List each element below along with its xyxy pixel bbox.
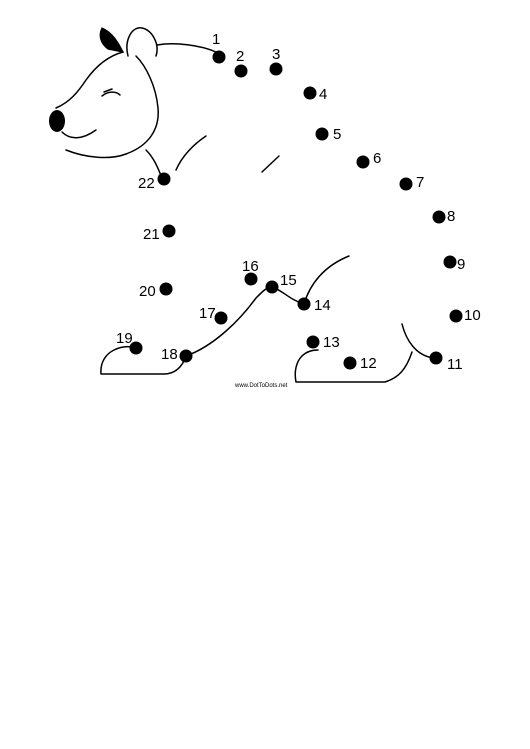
dot-22 bbox=[157, 172, 171, 186]
site-credit: www.DotToDots.net bbox=[234, 383, 288, 389]
dot-11 bbox=[429, 351, 443, 365]
neck-front bbox=[145, 149, 163, 179]
dot-label-11: 11 bbox=[447, 356, 463, 373]
dot-label-15: 15 bbox=[280, 272, 297, 289]
dot-label-20: 20 bbox=[139, 283, 156, 300]
dot-20 bbox=[159, 282, 173, 296]
head-back bbox=[55, 51, 124, 109]
front-foot bbox=[100, 345, 187, 375]
dot-label-21: 21 bbox=[143, 226, 160, 243]
dot-6 bbox=[356, 155, 370, 169]
dot-3 bbox=[269, 62, 283, 76]
dot-label-17: 17 bbox=[199, 305, 216, 322]
dot-4 bbox=[303, 86, 317, 100]
dot-18 bbox=[179, 349, 193, 363]
nose bbox=[49, 110, 65, 132]
dot-label-7: 7 bbox=[416, 174, 424, 191]
chest-line bbox=[175, 135, 207, 171]
dot-label-1: 1 bbox=[212, 31, 220, 48]
hind-foot bbox=[294, 349, 413, 383]
dots bbox=[129, 50, 463, 370]
dot-label-4: 4 bbox=[319, 86, 327, 103]
dot-2 bbox=[234, 64, 248, 78]
dot-label-8: 8 bbox=[447, 208, 455, 225]
dot-8 bbox=[432, 210, 446, 224]
dot-17 bbox=[214, 311, 228, 325]
dot-5 bbox=[315, 127, 329, 141]
dot-label-9: 9 bbox=[457, 256, 465, 273]
ear-left bbox=[99, 27, 125, 53]
dot-16 bbox=[244, 272, 258, 286]
head-top bbox=[156, 43, 217, 53]
dot-label-2: 2 bbox=[236, 48, 244, 65]
eye-brow bbox=[103, 88, 113, 93]
dot-label-5: 5 bbox=[333, 126, 341, 143]
dot-label-14: 14 bbox=[314, 297, 331, 314]
dot-7 bbox=[399, 177, 413, 191]
dot-14 bbox=[297, 297, 311, 311]
ear-right bbox=[126, 27, 158, 57]
dot-label-3: 3 bbox=[272, 46, 280, 63]
dot-15 bbox=[265, 280, 279, 294]
bear-outline bbox=[49, 27, 435, 383]
dot-10 bbox=[449, 309, 463, 323]
hind-leg-rear bbox=[401, 323, 435, 359]
body-mark bbox=[261, 155, 280, 173]
dot-9 bbox=[443, 255, 457, 269]
jaw bbox=[65, 55, 159, 159]
dot-label-10: 10 bbox=[464, 307, 481, 324]
muzzle bbox=[61, 129, 97, 139]
dot-label-6: 6 bbox=[373, 150, 381, 167]
dot-19 bbox=[129, 341, 143, 355]
dot-label-22: 22 bbox=[138, 175, 155, 192]
dot-label-19: 19 bbox=[116, 330, 133, 347]
dot-1 bbox=[212, 50, 226, 64]
dot-label-12: 12 bbox=[360, 355, 377, 372]
dot-label-18: 18 bbox=[161, 346, 178, 363]
dot-21 bbox=[162, 224, 176, 238]
dot-label-13: 13 bbox=[323, 334, 340, 351]
dot-13 bbox=[306, 335, 320, 349]
eye bbox=[101, 91, 121, 97]
dot-12 bbox=[343, 356, 357, 370]
dot-label-16: 16 bbox=[242, 258, 259, 275]
